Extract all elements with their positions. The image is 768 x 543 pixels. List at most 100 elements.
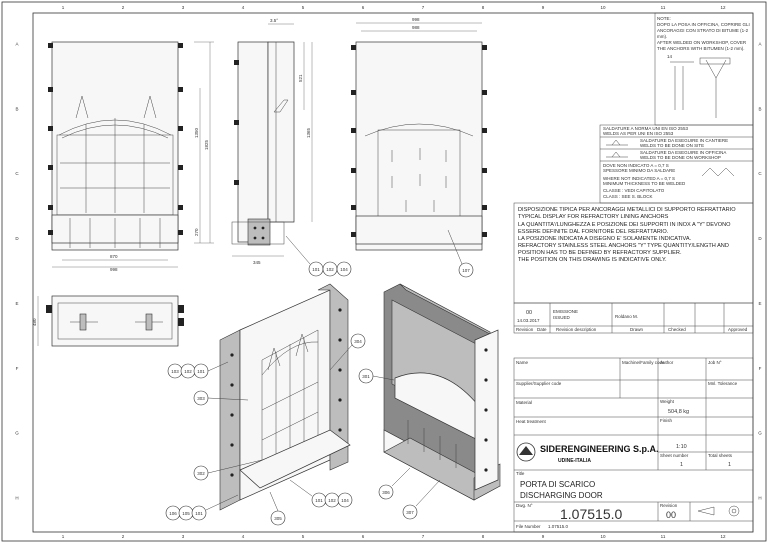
back-view: 998 988 107: [351, 17, 487, 278]
grid-row-label: C: [15, 171, 19, 176]
dim-front-inner-width: 870: [110, 254, 118, 259]
anchor-note-line: ESSERE DEFINITE DAL FORNITORE DEL REFRAT…: [518, 229, 669, 235]
tb-label: Sheet number: [660, 453, 689, 458]
grid-row-label: D: [15, 236, 19, 241]
note-line: AFTER WELDED ON WORKSHOP, COVER: [657, 40, 747, 45]
sheet-value: 1: [680, 462, 683, 468]
grid-column-label: 2: [122, 5, 125, 10]
drawing-revision: 00: [666, 510, 676, 520]
grid-row-label: D: [758, 236, 762, 241]
grid-column-label: 3: [182, 534, 185, 539]
balloon-label: 105: [182, 511, 190, 516]
balloon-label: 307: [406, 510, 414, 515]
dim-side-depth: 345: [253, 260, 261, 265]
anchor-note-line: THE POSITION ON THIS DRAWING IS INDICATI…: [518, 257, 667, 263]
note-line: mm).: [657, 34, 667, 39]
balloon-label: 305: [274, 516, 282, 521]
grid-column-label: 8: [482, 5, 485, 10]
revision-table: 00 14.03.2017 EMISSIONE ISSUED Roldano M…: [513, 302, 754, 334]
grid-column-label: 7: [422, 5, 425, 10]
dim-back-width: 998: [412, 17, 420, 22]
weight-value: 504,8 kg: [668, 409, 689, 415]
projection-cone-icon: [697, 506, 715, 516]
grid-column-label: 11: [661, 534, 666, 539]
rev-drawn: Roldano M.: [615, 314, 638, 319]
grid-row-label: A: [15, 41, 18, 46]
note-line: ANCORAGGI CON STRATO DI BITUME (1-2: [657, 28, 749, 33]
tb-label: Revision: [660, 503, 678, 508]
note-line: DOPO LA POSA IN OFFICINA, COPRIRE GLI: [657, 22, 750, 27]
weld-legend: SALDATURE A NORMA UNI EN ISO 2553 WELDS …: [599, 124, 754, 204]
note-line: THE ANCHORS WITH BITUMEN (1-2 mm).: [657, 46, 745, 51]
balloon-label: 101: [195, 511, 203, 516]
dim-plan-depth: 480: [32, 318, 37, 326]
weld-line: DOVE NON INDICATO A = 0,7 S: [603, 163, 669, 168]
weld-line: SALDATURE DA ESEGUIRE IN CANTIERE: [640, 138, 728, 143]
grid-column-label: 2: [122, 534, 125, 539]
anchor-note-line: LA QUANTITA'/LUNGHEZZA E POSIZIONE DEI S…: [518, 222, 731, 228]
balloon: [336, 261, 352, 277]
side-view: 3.5° 521 1365 345 101 102 104: [231, 18, 352, 277]
balloon-label: 102: [326, 267, 334, 272]
tb-label: Weight: [660, 399, 675, 404]
grid-column-label: 6: [362, 5, 365, 10]
tb-label: Name: [516, 360, 529, 365]
rev-header: Drawn: [630, 327, 644, 332]
grid-row-label: B: [15, 106, 18, 111]
grid-row-label: F: [759, 366, 762, 371]
title-en: DISCHARGING DOOR: [520, 491, 603, 500]
balloon-label: 303: [197, 396, 205, 401]
anchor-note-line: TYPICAL DISPLAY FOR REFRACTORY LINING AN…: [518, 214, 669, 220]
grid-column-label: 10: [600, 5, 606, 10]
grid-column-label: 9: [542, 5, 545, 10]
isometric-view-front: 103 102 101 303 304 302 101 102 104 106 …: [165, 283, 366, 526]
rev-header: Revision description: [556, 327, 597, 332]
rev-desc-it: EMISSIONE: [553, 309, 578, 314]
balloon-label: 104: [341, 498, 349, 503]
tb-label: Job N°: [708, 360, 722, 365]
anchor-note-line: REFRACTORY STAINLESS STEEL ANCHORS "Y" T…: [518, 243, 729, 249]
grid-column-label: 5: [302, 534, 305, 539]
title-it: PORTA DI SCARICO: [520, 480, 595, 489]
tb-label: Supplier/Supplier code: [516, 381, 562, 386]
balloon-label: 107: [462, 268, 470, 273]
grid-column-label: 7: [422, 534, 425, 539]
anchor-note-line: POSITION HAS TO BE DEFINED BY REFRACTORY…: [518, 250, 682, 256]
balloon-label: 103: [171, 369, 179, 374]
grid-row-label: E: [15, 301, 18, 306]
drawing-number: 1.07515.0: [560, 506, 622, 522]
detail-dim: 14: [667, 54, 673, 59]
grid-column-label: 12: [720, 5, 726, 10]
tb-label: Finish: [660, 418, 673, 423]
weld-line: CLASSE : VEDI CAPITOLATO: [603, 188, 665, 193]
grid-row-label: C: [758, 171, 762, 176]
rev-header: Checked: [668, 327, 686, 332]
rev-date: 14.03.2017: [517, 318, 540, 323]
grid-row-label: H: [758, 496, 761, 501]
dim-side-height: 1365: [306, 127, 311, 138]
dim-front-inner-height: 1350: [194, 127, 199, 138]
grid-row-label: G: [15, 431, 19, 436]
grid-row-label: F: [16, 366, 19, 371]
grid-column-label: 1: [62, 5, 65, 10]
company-logo-mark: [519, 446, 533, 455]
anchor-note-line: DISPOSIZIONE TIPICA PER ANCORAGGI METALL…: [518, 207, 736, 213]
balloon-label: 101: [312, 267, 320, 272]
balloon-label: 302: [197, 471, 205, 476]
balloon-label: 102: [328, 498, 336, 503]
dim-front-base-height: 270: [194, 228, 199, 236]
rev-number: 00: [526, 310, 532, 316]
rev-header: Approved: [728, 327, 748, 332]
balloon-label: 101: [197, 369, 205, 374]
grid-column-label: 11: [661, 5, 666, 10]
projection-circle-icon: [728, 505, 740, 517]
tb-label: Machine/Family code: [622, 360, 665, 365]
balloon-label: 106: [169, 511, 177, 516]
front-view: 1825 1350 270 870 998: [48, 41, 214, 272]
grid-column-label: 1: [62, 534, 65, 539]
tb-label: Material: [516, 400, 532, 405]
tb-label: Dwg. N°: [516, 503, 533, 508]
weld-line: SALDATURE DA ESEGUIRE IN OFFICINA: [640, 150, 726, 155]
